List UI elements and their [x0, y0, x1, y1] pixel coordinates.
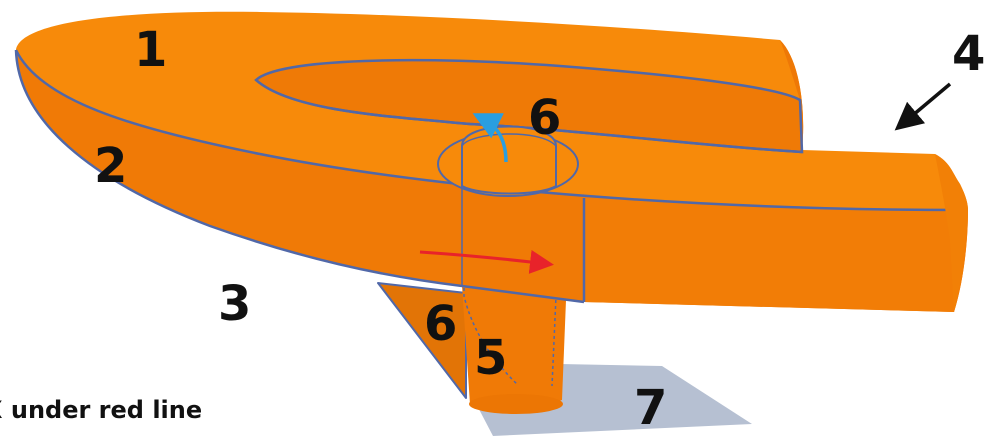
label-4: 4 [952, 26, 986, 82]
black-arrow [894, 82, 952, 131]
post-bottom [469, 394, 563, 414]
back-wall-face [780, 40, 804, 150]
ring-bottom-edge [14, 49, 585, 304]
right-arm-side [584, 198, 968, 312]
label-1: 1 [134, 22, 168, 78]
ring-top-outline [14, 49, 969, 212]
caption: X under red line [0, 396, 203, 424]
right-arm-end [935, 154, 968, 312]
label-5: 5 [474, 330, 508, 386]
blue-arrow [472, 113, 508, 163]
label-6-bottom: 6 [424, 296, 458, 352]
column-top-back-edge [461, 133, 557, 147]
label-6-top: 6 [528, 90, 562, 146]
label-2: 2 [94, 138, 128, 194]
hidden-line-left [463, 186, 519, 386]
label-7: 7 [634, 380, 668, 436]
red-arrow [419, 249, 554, 274]
label-3: 3 [218, 276, 252, 332]
vertical-post [462, 286, 566, 409]
lower-fin [377, 282, 467, 399]
